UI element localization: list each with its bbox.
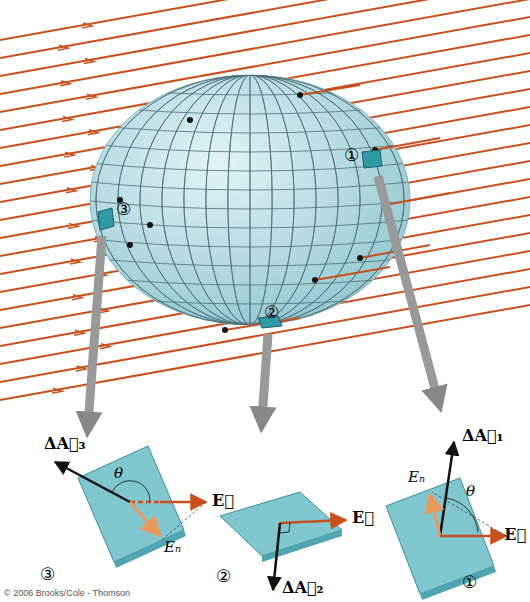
callout-number: ③: [116, 201, 131, 218]
callout-number: ②: [264, 304, 279, 321]
vector-label: E⃗: [212, 493, 234, 509]
vector-label: ΔA⃗₂: [282, 580, 323, 596]
angle-label: θ: [466, 484, 475, 499]
copyright-note: © 2006 Brooks/Cole - Thomson: [4, 589, 130, 598]
callout-number: ②: [216, 568, 231, 585]
vector-label: ΔA⃗₁: [462, 428, 503, 444]
callout-number: ①: [462, 574, 477, 591]
callout-number: ①: [344, 147, 359, 164]
angle-label: θ: [114, 466, 123, 481]
vector-label: E⃗: [352, 510, 374, 526]
component-label: Eₙ: [164, 540, 181, 555]
vector-label: ΔA⃗₃: [44, 436, 85, 452]
callout-number: ③: [40, 566, 55, 583]
vector-label: E⃗: [504, 527, 526, 543]
component-label: Eₙ: [408, 470, 425, 485]
